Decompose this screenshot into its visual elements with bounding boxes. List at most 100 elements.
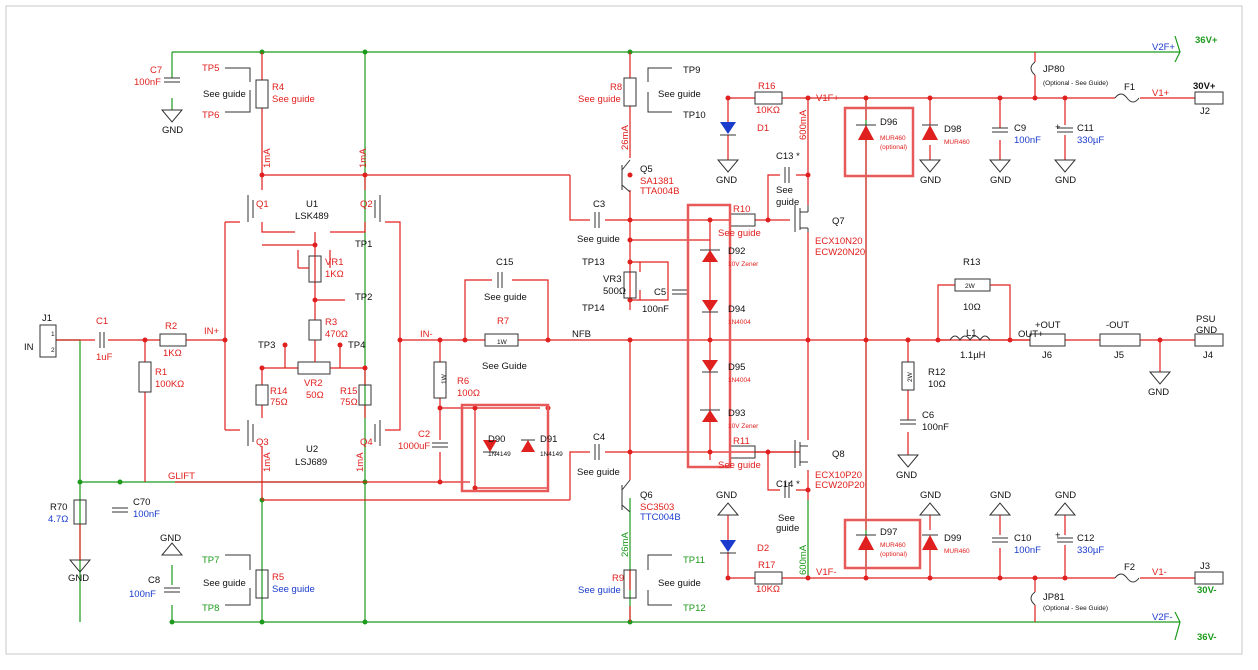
label-components-c4-value: See guide (577, 467, 620, 478)
label-components-q3: Q3 (256, 437, 269, 448)
label-components-f2: F2 (1124, 562, 1135, 573)
label-components-tp10: TP10 (683, 110, 706, 121)
label-connectors-psu-label1: PSU (1196, 314, 1216, 325)
label-components-r15-value: 75Ω (340, 397, 358, 408)
label-connectors-outn-label: -OUT (1106, 320, 1129, 331)
label-components-c10-value: 100nF (1014, 545, 1041, 556)
label-connectors-rail_pos_value: 36V+ (1195, 35, 1218, 46)
label-nets-gnd: GND (68, 573, 89, 584)
rail-dots (77, 49, 633, 625)
label-nets-out_plus: OUT+ (1018, 329, 1044, 340)
label-components-d97-value: MUR460 (880, 542, 906, 549)
label-components-l1-ref: L1 (966, 328, 977, 339)
label-connectors-rail_neg_label: V2F- (1152, 612, 1173, 623)
label-components-r7-ref: R7 (497, 316, 509, 327)
label-components-r3-value: 470Ω (325, 329, 348, 340)
label-components-r14-value: 75Ω (270, 397, 288, 408)
label-components-c70-ref: C70 (133, 497, 150, 508)
label-components-r5-ref: R5 (272, 572, 284, 583)
label-connectors-out30n-value: 30V- (1197, 585, 1217, 596)
label-components-l1-value: 1.1µH (960, 350, 986, 361)
label-connectors-rail_neg_value: 36V- (1197, 632, 1217, 643)
label-components-c14-value1: See (778, 513, 795, 524)
label-components-r3-ref: R3 (325, 317, 337, 328)
label-components-d96-ref: D96 (880, 117, 897, 128)
label-components-c7-ref: C7 (150, 65, 162, 76)
label-components-q7-ref: Q7 (832, 216, 845, 227)
label-components-r1-value: 100KΩ (155, 379, 184, 390)
label-components-ma1: 1mA (262, 452, 273, 472)
label-components-tp14: TP14 (582, 303, 605, 314)
label-components-jp81-ref: JP81 (1043, 592, 1065, 603)
label-components-c5-value: 100nF (642, 304, 669, 315)
label-components-q8-part2: ECW20P20 (815, 480, 865, 491)
j1-pin2: 2 (51, 347, 55, 354)
label-nets-glift: GLIFT (168, 471, 195, 482)
label-components-see_guide: See guide (203, 578, 246, 589)
label-components-r10-value: See guide (718, 228, 761, 239)
label-components-r10-ref: R10 (733, 204, 750, 215)
label-components-r9-ref: R9 (612, 573, 624, 584)
signal-wiring (56, 52, 1195, 622)
label-components-jp81-note: (Optional - See Guide) (1043, 605, 1108, 612)
label-components-c70-value: 100nF (133, 509, 160, 520)
label-components-c3-ref: C3 (593, 199, 605, 210)
label-components-r4-ref: R4 (272, 82, 284, 93)
highlight-boxes (460, 106, 922, 570)
label-components-q7-part2: ECW20N20 (815, 247, 865, 258)
label-components-d90-value: 1N4149 (488, 451, 511, 458)
label-components-r11-value: See guide (718, 460, 761, 471)
label-components-ma600: 600mA (798, 544, 809, 575)
label-components-q8-part1: ECX10P20 (815, 470, 862, 481)
label-components-c5-ref: C5 (654, 287, 666, 298)
label-connectors-out30p-net: V1+ (1152, 88, 1170, 99)
label-components-tp7: TP7 (202, 555, 219, 566)
label-components-vr2-ref: VR2 (304, 378, 322, 389)
label-components-vr3-ref: VR3 (603, 274, 621, 285)
label-components-q2: Q2 (360, 199, 373, 210)
label-components-r11-ref: R11 (733, 436, 750, 447)
label-components-q6-ref: Q6 (640, 490, 653, 501)
diodes (483, 122, 938, 554)
label-components-tp4: TP4 (348, 340, 365, 351)
label-components-c13-value2: guide (776, 197, 799, 208)
label-nets-v1f_minus: V1F- (816, 567, 837, 578)
label-components-tp1: TP1 (355, 239, 372, 250)
label-components-q5-part2: TTA004B (640, 186, 679, 197)
label-components-see_guide: See guide (203, 89, 246, 100)
label-components-c14-value2: guide (776, 523, 799, 534)
label-components-d1: D1 (757, 123, 769, 134)
label-components-q6-part1: SC3503 (640, 502, 674, 513)
label-connectors-outn-ref: J5 (1114, 350, 1124, 361)
label-components-r12-power: 2W (907, 371, 914, 382)
connector-boxes (39, 91, 1224, 585)
label-components-c15-ref: C15 (496, 257, 513, 268)
label-components-jp80-ref: JP80 (1043, 64, 1065, 75)
label-components-c3-value: See guide (577, 234, 620, 245)
label-nets-gnd: GND (716, 175, 737, 186)
label-components-c2-value: 1000uF (398, 441, 430, 452)
label-components-u1-ref: U1 (306, 199, 318, 210)
label-components-c12-ref: C12 (1077, 533, 1094, 544)
label-components-c9-ref: C9 (1014, 123, 1026, 134)
label-nets-gnd: GND (990, 175, 1011, 186)
label-components-d2: D2 (757, 543, 769, 554)
label-components-d92-ref: D92 (728, 246, 745, 257)
label-components-tp12: TP12 (683, 603, 706, 614)
labels: IN J1 1 2 C1 1uF R2 1KΩ IN+ R1 100KΩ C7 … (24, 35, 1218, 643)
junction-dots (142, 95, 1163, 581)
label-nets-gnd: GND (160, 533, 181, 544)
fuses-inductors-jumpers (949, 61, 1140, 606)
label-nets-gnd: GND (896, 470, 917, 481)
label-components-d94-ref: D94 (728, 304, 745, 315)
label-connectors-outp-label: +OUT (1035, 320, 1061, 331)
label-components-r17-value: 10KΩ (756, 584, 780, 595)
label-components-c10-ref: C10 (1014, 533, 1031, 544)
label-components-ma1: 1mA (262, 148, 273, 168)
label-nets-nfb: NFB (572, 329, 591, 340)
label-components-c9-value: 100nF (1014, 135, 1041, 146)
label-components-r7-value: See Guide (482, 361, 527, 372)
label-components-ma26: 26mA (620, 532, 631, 557)
label-components-c13-ref: C13 * (776, 151, 800, 162)
label-components-vr1-value: 1KΩ (325, 269, 344, 280)
